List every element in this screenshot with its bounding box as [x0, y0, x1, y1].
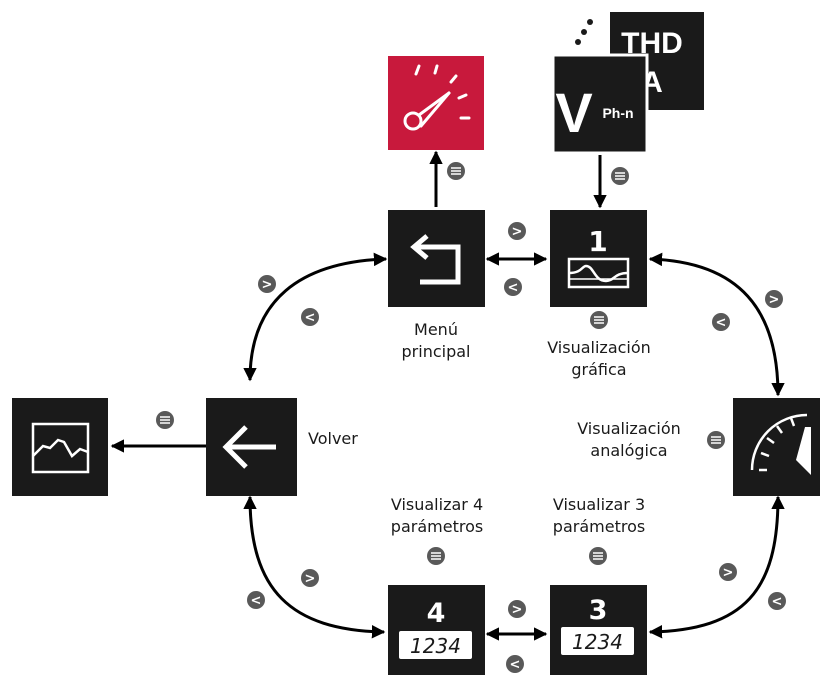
- menu-lines-icon[interactable]: [707, 431, 725, 449]
- next-button[interactable]: >: [508, 222, 526, 240]
- three-params-value: 1234: [572, 630, 623, 654]
- left-arrow-icon: [222, 425, 276, 469]
- previous-button[interactable]: <: [506, 655, 524, 673]
- main-menu-tile[interactable]: [388, 210, 485, 307]
- previous-button[interactable]: <: [247, 591, 265, 609]
- svg-text:<: <: [510, 658, 521, 673]
- svg-text:<: <: [305, 311, 316, 326]
- svg-text:>: >: [305, 572, 316, 587]
- analog-view-tile[interactable]: [733, 398, 820, 496]
- svg-text:<: <: [716, 316, 727, 331]
- connectors: [110, 150, 785, 641]
- back-tile[interactable]: [206, 398, 297, 496]
- next-button[interactable]: >: [719, 563, 737, 581]
- menu-lines-icon[interactable]: [447, 162, 465, 180]
- line-graph-icon: [31, 422, 90, 474]
- previous-buttons: < < < < < <: [247, 278, 786, 673]
- svg-text:>: >: [769, 293, 780, 308]
- three-params-tile[interactable]: 3 1234: [550, 585, 647, 675]
- menu-lines-icon[interactable]: [427, 547, 445, 565]
- back-label: Volver: [308, 429, 358, 448]
- svg-text:<: <: [508, 281, 519, 296]
- previous-button[interactable]: <: [768, 592, 786, 610]
- svg-text:>: >: [723, 566, 734, 581]
- return-arrow-icon: [410, 234, 461, 285]
- svg-text:<: <: [251, 594, 262, 609]
- voltage-subscript: Ph-n: [602, 105, 633, 121]
- three-params-label: Visualizar 3 parámetros: [552, 495, 646, 536]
- voltage-text: V: [555, 81, 592, 144]
- four-params-tile[interactable]: 4 1234: [388, 585, 485, 675]
- arc-menu-back: [243, 252, 388, 382]
- three-params-display: [561, 627, 634, 655]
- menu-lines-icon[interactable]: [589, 547, 607, 565]
- measurements-tiles[interactable]: THD A V Ph-n: [551, 12, 704, 155]
- speedometer-icon: [403, 64, 471, 131]
- main-menu-label: Menú principal: [401, 320, 471, 361]
- svg-text:<: <: [772, 595, 783, 610]
- menu-lines-icon[interactable]: [590, 311, 608, 329]
- analog-view-label: Visualización analógica: [577, 419, 681, 460]
- four-params-number: 4: [427, 598, 446, 629]
- voltage-tile: [551, 53, 649, 155]
- previous-button[interactable]: <: [301, 308, 319, 326]
- menu-buttons: [156, 162, 725, 565]
- next-button[interactable]: >: [765, 290, 783, 308]
- arc-graphic-analog: [648, 252, 785, 397]
- graphic-number: 1: [588, 225, 607, 258]
- top-gauge-tile[interactable]: [388, 56, 484, 150]
- arc-analog-three: [648, 495, 785, 639]
- graphic-view-tile[interactable]: 1: [550, 210, 647, 307]
- graph-view-tile[interactable]: [12, 398, 108, 496]
- menu-lines-icon[interactable]: [611, 167, 629, 185]
- next-buttons: > > > > > >: [258, 222, 783, 618]
- previous-button[interactable]: <: [712, 313, 730, 331]
- four-params-value: 1234: [410, 634, 461, 658]
- more-dots-icon: [575, 19, 593, 45]
- menu-lines-icon[interactable]: [156, 411, 174, 429]
- svg-text:>: >: [512, 225, 523, 240]
- three-params-number: 3: [589, 595, 608, 626]
- svg-text:>: >: [262, 278, 273, 293]
- next-button[interactable]: >: [508, 600, 526, 618]
- graphic-view-label: Visualización gráfica: [547, 338, 651, 379]
- arc-back-four: [243, 495, 386, 639]
- previous-button[interactable]: <: [504, 278, 522, 296]
- four-params-label: Visualizar 4 parámetros: [390, 495, 484, 536]
- next-button[interactable]: >: [301, 569, 319, 587]
- sine-wave-icon: [567, 257, 630, 289]
- four-params-display: [399, 631, 472, 659]
- svg-text:>: >: [512, 603, 523, 618]
- next-button[interactable]: >: [258, 275, 276, 293]
- gauge-needle-icon: [750, 413, 811, 475]
